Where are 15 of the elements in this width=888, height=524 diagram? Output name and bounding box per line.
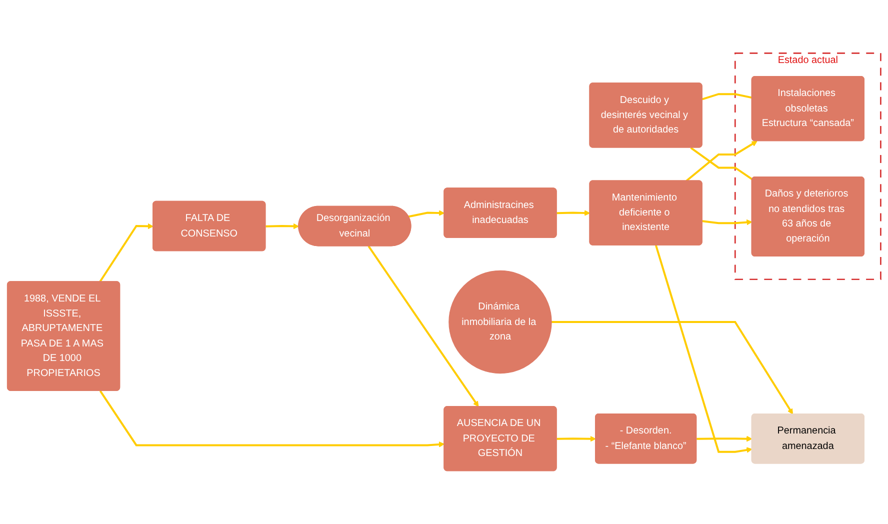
arrow (552, 320, 794, 414)
arrow (99, 390, 445, 448)
connector (690, 146, 753, 180)
arrow (556, 210, 590, 216)
arrow (702, 219, 752, 226)
arrow (408, 210, 445, 218)
arrow (266, 223, 300, 230)
arrow (655, 245, 752, 453)
arrow (556, 436, 596, 442)
arrow (368, 246, 479, 407)
arrow (99, 223, 154, 282)
arrow (686, 140, 758, 182)
connector (702, 93, 752, 100)
node-circle: Dinámica inmobiliaria de la zona (448, 270, 552, 374)
arrow (696, 436, 752, 442)
